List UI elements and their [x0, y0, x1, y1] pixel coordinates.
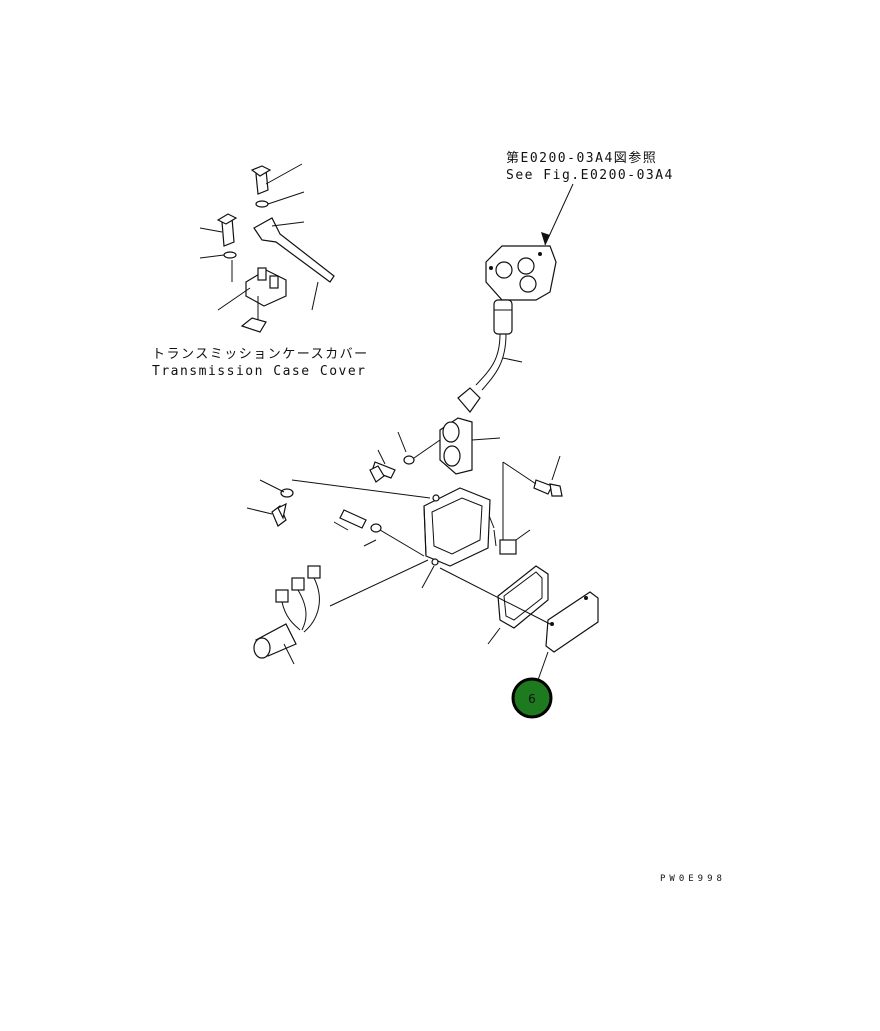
transmission-cover-label-en: Transmission Case Cover — [152, 364, 367, 379]
bolt-upper — [369, 431, 441, 483]
gasket-cover — [439, 565, 599, 681]
reference-label-jp: 第E0200-03A4図参照 — [506, 150, 657, 166]
reference-leader — [544, 183, 574, 246]
gauge-plate — [485, 245, 557, 301]
bolt-left — [246, 479, 431, 527]
transmission-cover-label-jp: トランスミッションケースカバー — [152, 347, 369, 362]
sensor-cable — [457, 299, 523, 413]
callout-badge[interactable] — [511, 677, 553, 719]
gauge-box — [421, 487, 491, 589]
transmission-cover-assembly — [199, 163, 335, 333]
callout-number: 6 — [528, 692, 536, 706]
relay — [485, 507, 531, 555]
drawing-code: PW0E998 — [660, 874, 726, 884]
wiring-harness — [253, 559, 429, 665]
reference-label-en: See Fig.E0200-03A4 — [506, 168, 674, 183]
reference-arrowhead — [541, 232, 550, 245]
bolt-middle — [333, 509, 425, 557]
clamp-bracket — [439, 417, 501, 475]
bolt-right — [502, 455, 563, 540]
